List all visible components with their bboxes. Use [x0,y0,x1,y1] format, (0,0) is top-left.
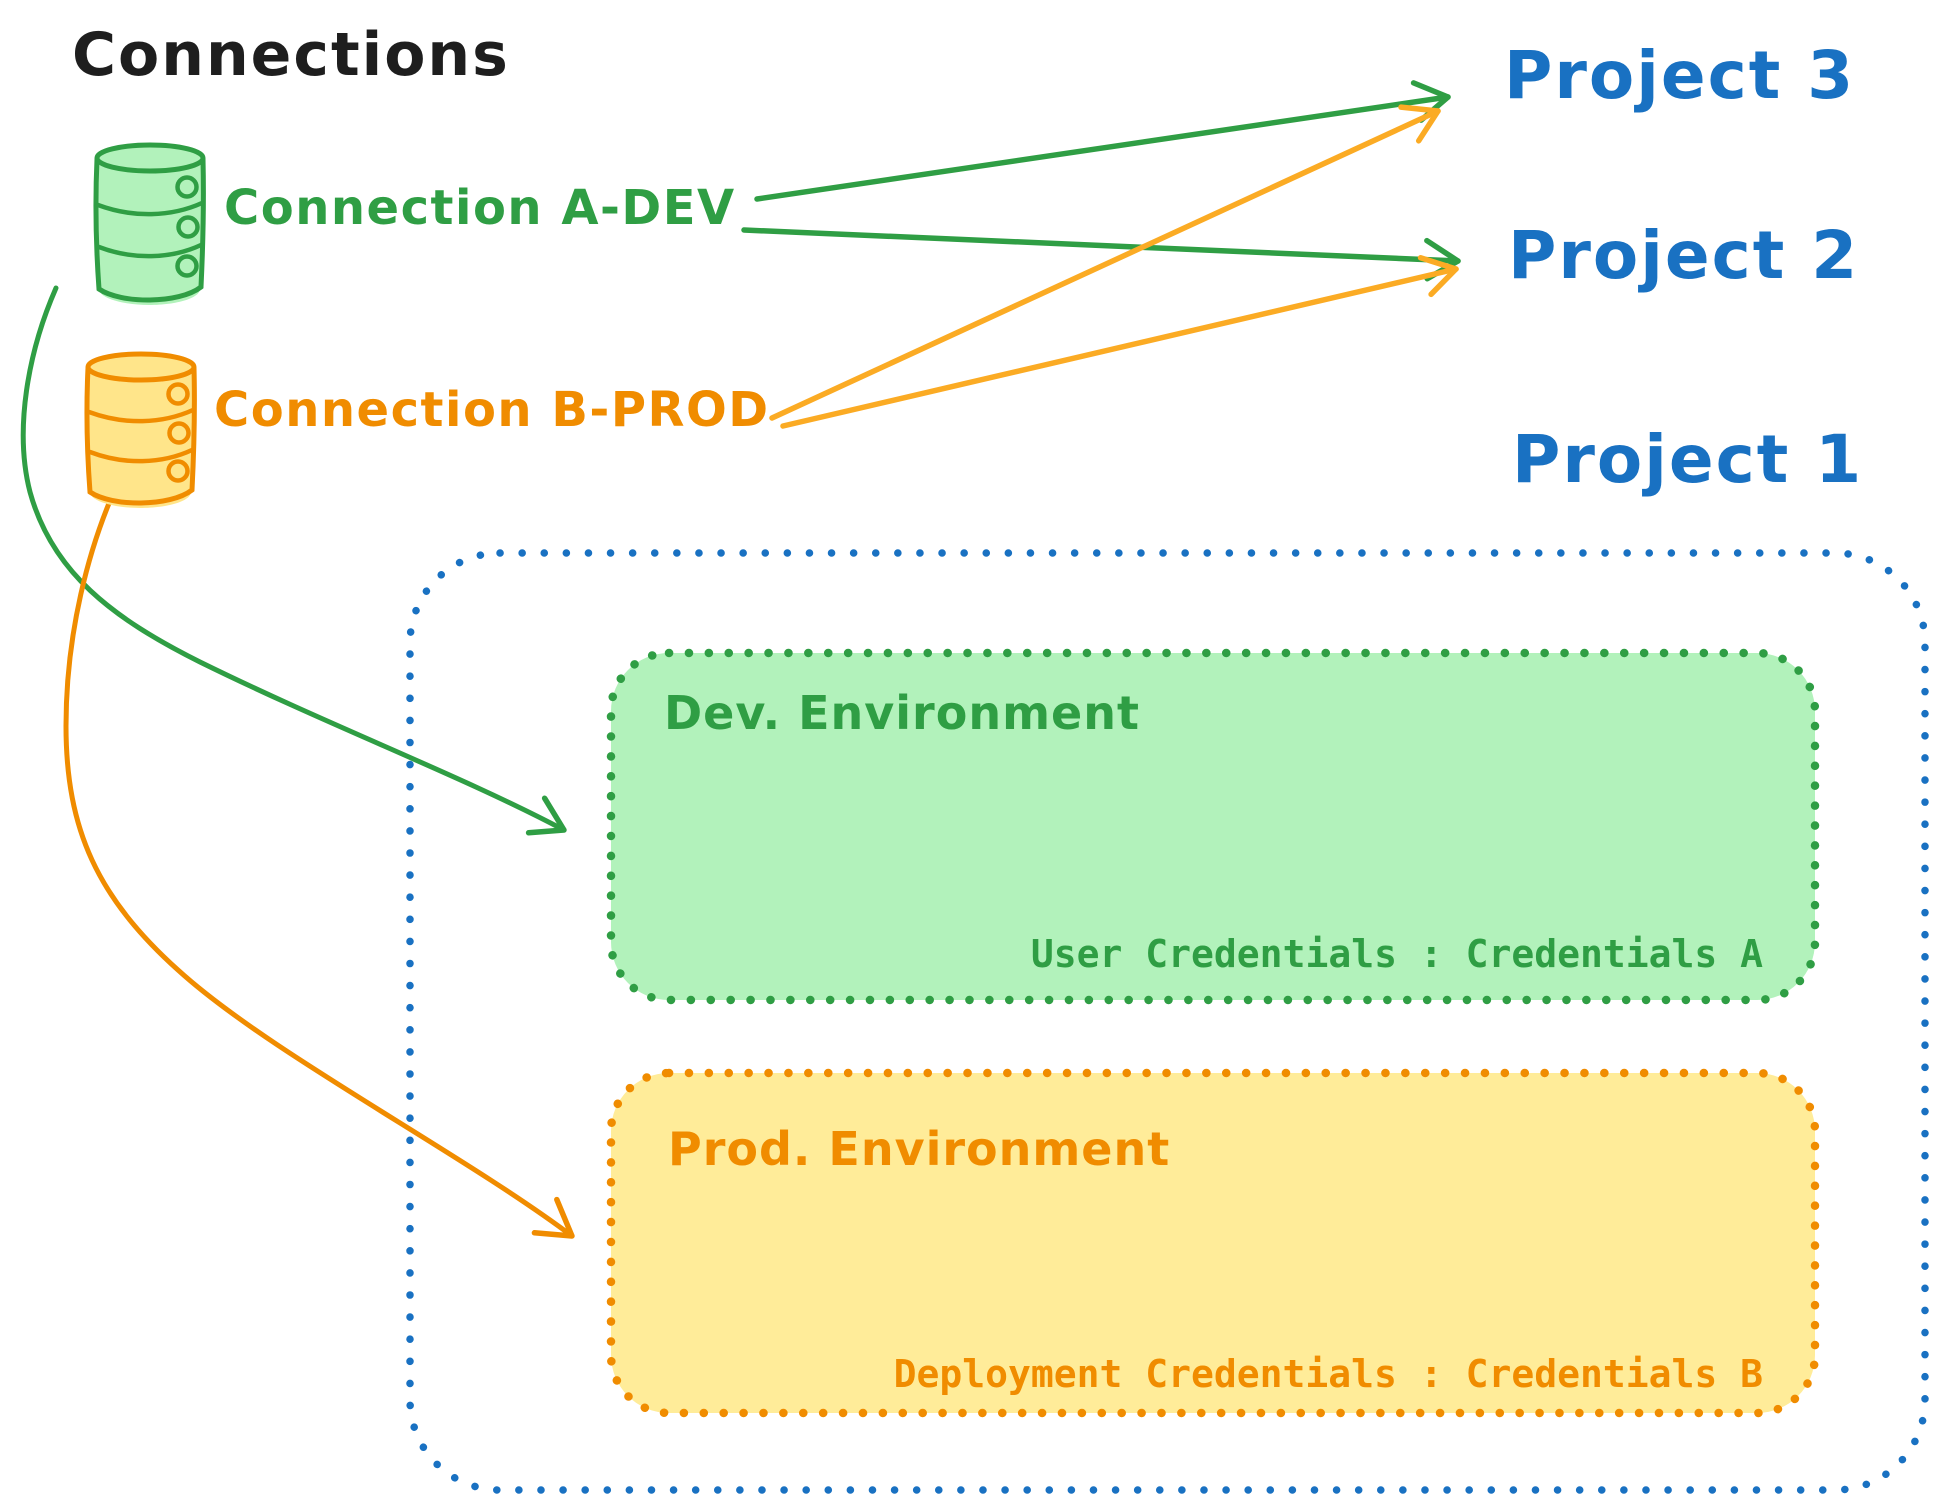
arrow-a-dev-to-project-2 [741,227,1461,282]
prod-environment-title: Prod. Environment [668,1122,1171,1176]
dev-environment-title: Dev. Environment [664,686,1140,740]
connection-a-dev-label: Connection A-DEV [224,180,736,236]
project-3-label: Project 3 [1504,37,1856,114]
database-icon-dev [93,142,206,305]
project-1-box [406,549,1929,1494]
prod-environment-credentials: Deployment Credentials : Credentials B [893,1352,1763,1396]
arrow-a-dev-to-dev-environment [20,285,567,836]
connection-b-prod-label: Connection B-PROD [214,382,770,438]
database-icon-prod [84,351,197,508]
arrow-b-prod-to-project-3 [769,104,1441,421]
prod-environment-box [606,1068,1820,1418]
arrow-a-dev-to-project-3 [754,80,1451,202]
arrow-b-prod-to-prod-environment [63,493,575,1239]
dev-environment-box [606,648,1820,1005]
diagram-title: Connections [72,20,510,90]
project-1-label: Project 1 [1512,421,1864,498]
project-2-label: Project 2 [1508,217,1860,294]
arrow-b-prod-to-project-2 [780,255,1459,429]
dev-environment-credentials: User Credentials : Credentials A [1030,932,1763,976]
